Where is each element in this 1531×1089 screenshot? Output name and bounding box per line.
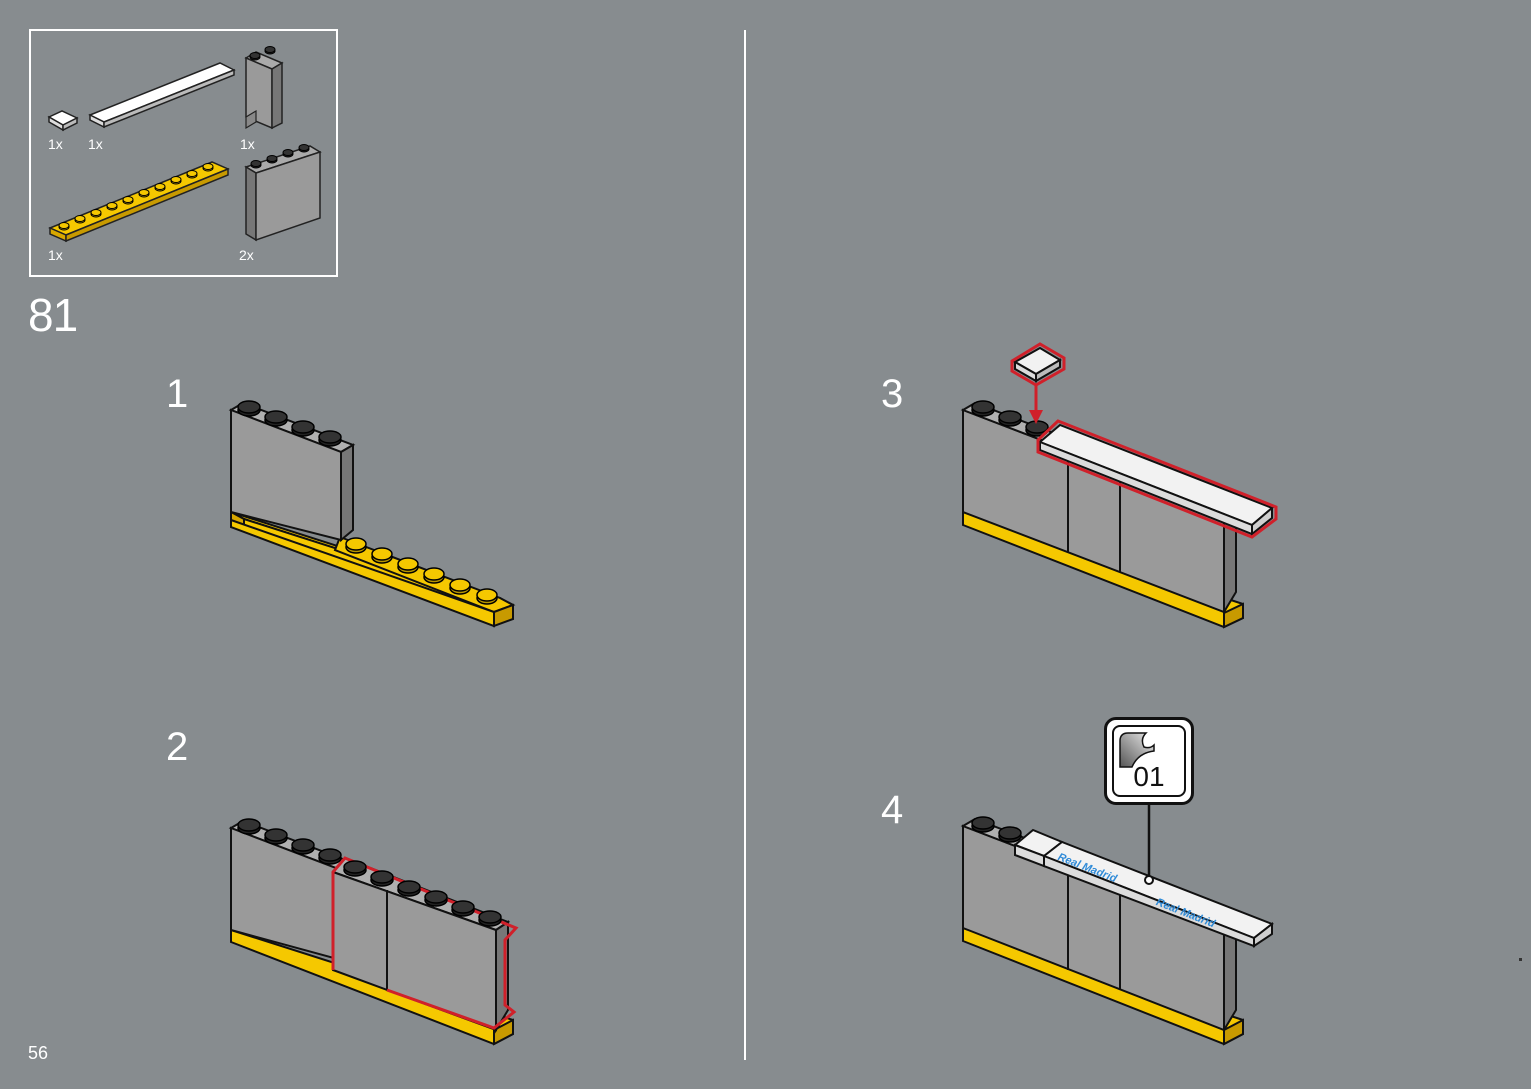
edge-mark	[1519, 958, 1522, 961]
substep-4-illustration: Real Madrid Real Madrid	[963, 803, 1272, 1044]
sticker-callout: 01	[1104, 717, 1194, 805]
qty-yellow-plate: 1x	[48, 247, 63, 263]
page-number: 56	[28, 1043, 48, 1064]
substep-label-2: 2	[166, 725, 188, 770]
part-grey-panel-small	[246, 47, 282, 129]
part-yellow-plate	[50, 162, 228, 241]
substep-label-1: 1	[166, 372, 188, 417]
part-white-tile-small	[49, 111, 77, 130]
qty-white-tile-long: 1x	[88, 136, 103, 152]
qty-white-tile-small: 1x	[48, 136, 63, 152]
qty-grey-panel-large: 2x	[239, 247, 254, 263]
qty-grey-panel-small: 1x	[240, 136, 255, 152]
page-divider	[744, 30, 746, 1060]
substep-label-4: 4	[881, 788, 903, 833]
substep-2-illustration	[231, 819, 516, 1044]
part-white-tile-long	[90, 63, 234, 127]
sticker-number: 01	[1114, 761, 1184, 793]
step-number: 81	[28, 288, 77, 342]
substep-3-illustration	[963, 344, 1276, 627]
sticker-callout-frame: 01	[1112, 725, 1186, 797]
substep-label-3: 3	[881, 372, 903, 417]
part-grey-panel-large	[246, 145, 320, 241]
substep-1-illustration	[231, 401, 513, 626]
